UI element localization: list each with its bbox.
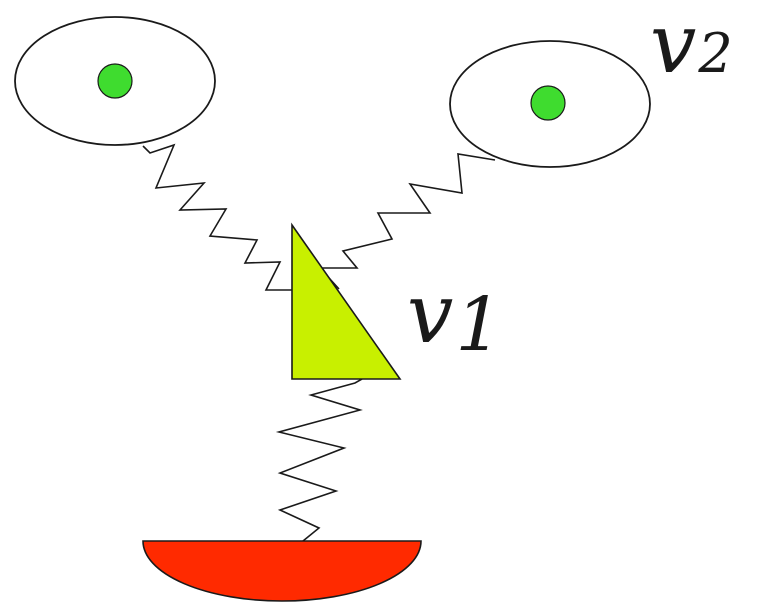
right-disk-center (530, 85, 566, 121)
label-v1: v1 (407, 267, 502, 368)
label-v2-subscript: 2 (697, 22, 732, 85)
red-base (142, 540, 422, 602)
left-spring (142, 143, 293, 291)
bottom-spring (275, 378, 363, 542)
label-v2: v2 (650, 0, 733, 92)
label-v2-base: v (650, 0, 696, 92)
triangle-mass (291, 222, 402, 380)
right-spring (318, 153, 496, 290)
label-v1-subscript: 1 (455, 282, 502, 368)
label-v1-base: v (407, 267, 453, 362)
left-disk-center (97, 63, 133, 99)
